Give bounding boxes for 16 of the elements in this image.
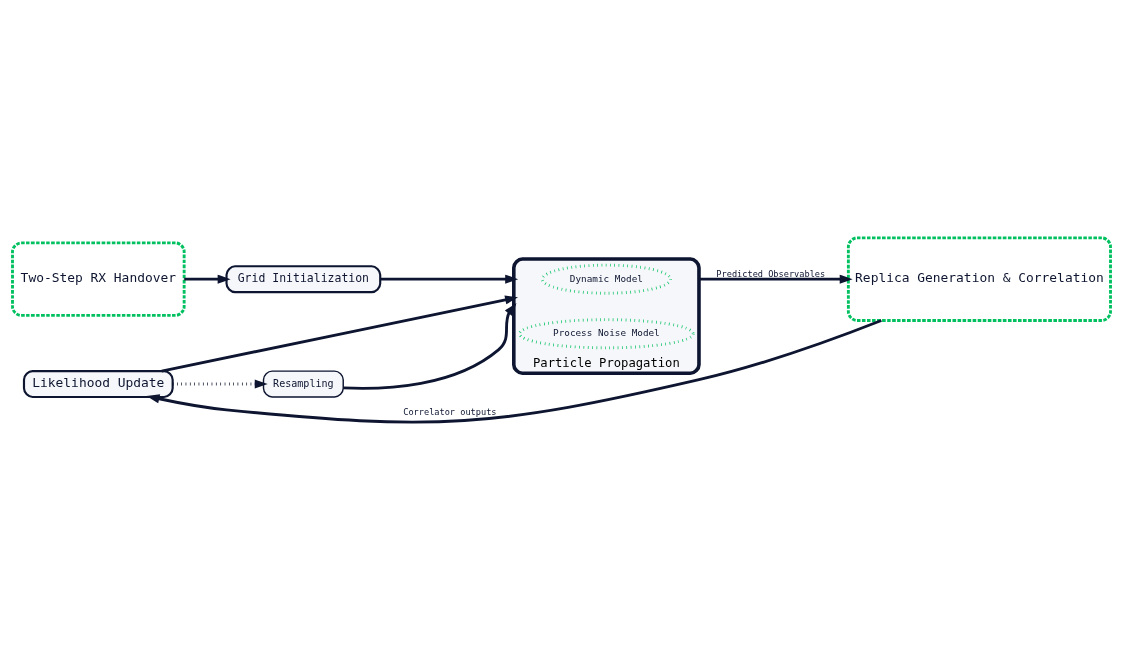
node-box: Replica Generation & Correlation [846, 235, 1112, 322]
node-box: Two-Step RX Handover [11, 240, 186, 317]
edge-label: Correlator outputs [403, 406, 497, 417]
arrow [343, 302, 517, 390]
edge-label: Predicted Observables [716, 268, 826, 279]
node-ellipse: Process Noise Model [518, 317, 695, 349]
arrow [146, 318, 882, 423]
node-box: Resampling [262, 369, 344, 398]
node-ellipse: Dynamic Model [540, 263, 672, 295]
node-box: Grid Initialization [225, 264, 382, 293]
arrow [172, 379, 268, 389]
arrow [698, 274, 853, 284]
arrow [161, 294, 519, 372]
node-box: Likelihood Update [22, 369, 174, 398]
arrow [184, 274, 231, 284]
arrow [380, 274, 519, 284]
